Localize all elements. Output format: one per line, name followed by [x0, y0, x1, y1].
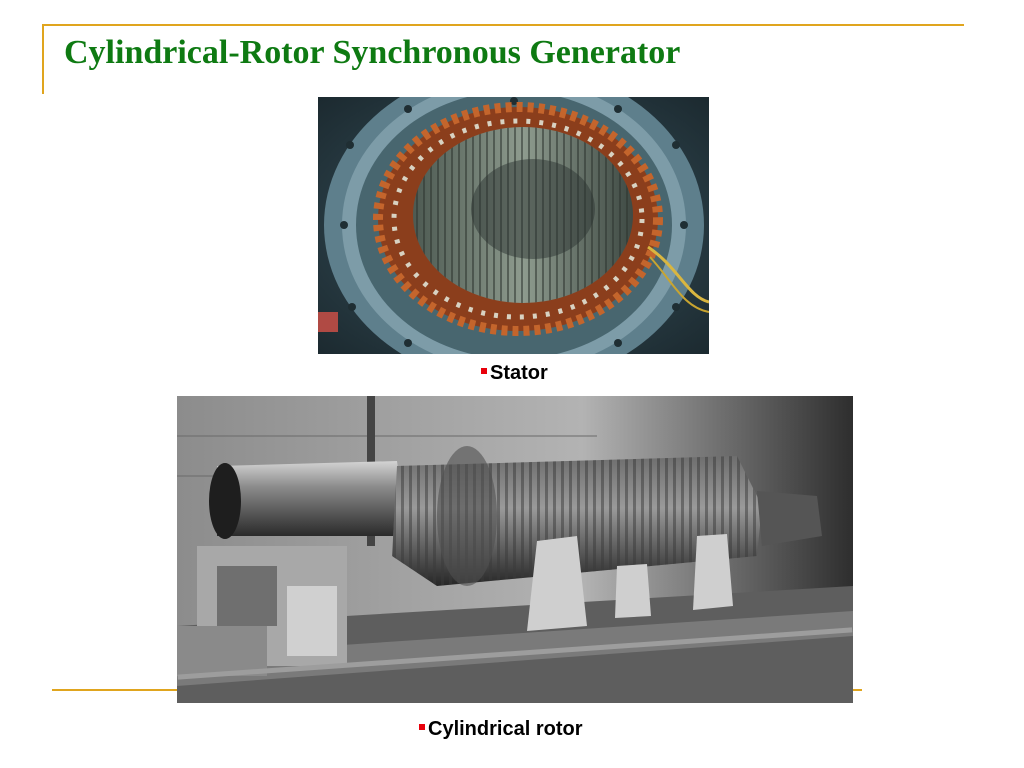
rotor-photo [177, 396, 853, 703]
square-bullet-icon [481, 368, 487, 374]
left-rule [42, 24, 44, 94]
rotor-caption: Cylindrical rotor [419, 718, 582, 741]
top-rule [42, 24, 964, 26]
stator-caption: Stator [481, 362, 548, 385]
stator-photo [318, 97, 709, 354]
stator-caption-text: Stator [490, 362, 548, 384]
slide-title: Cylindrical-Rotor Synchronous Generator [64, 34, 681, 71]
rotor-caption-text: Cylindrical rotor [428, 718, 583, 740]
square-bullet-icon [419, 724, 425, 730]
